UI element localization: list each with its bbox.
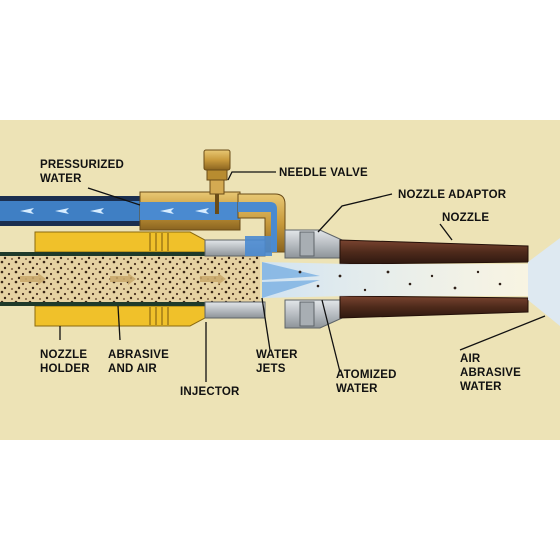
label-nozzle-holder: NOZZLE HOLDER (40, 349, 91, 375)
nozzle (339, 239, 529, 319)
label-abrasive-and-air: ABRASIVE AND AIR (108, 349, 172, 375)
label-injector: INJECTOR (180, 386, 240, 398)
leader-lines (59, 171, 546, 382)
injector (204, 236, 272, 319)
exit-spray (528, 238, 560, 326)
holder-separator-bottom (0, 302, 210, 306)
label-pressurized-water: PRESSURIZED WATER (40, 159, 127, 185)
atomized-water-stream (262, 262, 528, 298)
label-needle-valve: NEEDLE VALVE (279, 167, 368, 179)
nozzle-holder (34, 231, 206, 327)
abrasive-chamber (0, 256, 260, 302)
label-nozzle: NOZZLE (442, 212, 489, 224)
needle-valve (203, 149, 231, 214)
label-nozzle-adaptor: NOZZLE ADAPTOR (398, 189, 507, 201)
label-atomized-water: ATOMIZED WATER (336, 369, 400, 395)
label-air-abrasive-water: AIR ABRASIVE WATER (460, 353, 524, 393)
holder-separator-top (0, 252, 210, 256)
label-water-jets: WATER JETS (256, 349, 301, 375)
